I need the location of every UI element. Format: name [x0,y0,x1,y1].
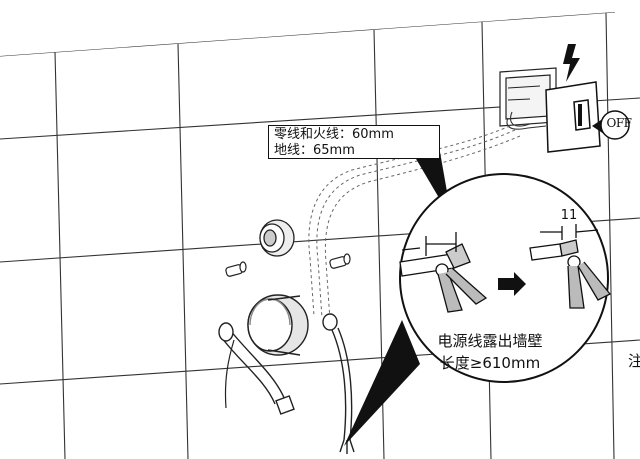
tile-grid [0,11,640,459]
lightning-bolt-icon [563,44,580,82]
mounting-bolt-left [225,261,247,277]
callout-line-ground: 地线：65mm [274,143,355,158]
hidden-wire [308,125,521,321]
callout-line-neutral-live: 零线和火线：60mm [274,127,394,142]
main-outlet [247,294,309,356]
edge-note-glyph: 注 [628,352,640,370]
right-arrow-icon [498,272,526,296]
wire-stripper-right [529,224,612,309]
strip-dimension-label: 11 [560,208,578,223]
power-cable [322,313,355,454]
strip-length-callout: 零线和火线：60mm 地线：65mm [268,125,440,159]
off-state-label: OFF [606,116,633,130]
wire-stripper-left [399,232,488,313]
exposure-note-line1: 电源线露出墙壁 [437,332,543,350]
mounting-bolt-right [329,253,351,269]
diverter-outlet [259,219,295,257]
wall-switch [545,81,601,153]
power-cord-left [224,339,235,409]
off-indicator [592,110,630,140]
exposure-note: 电源线露出墙壁 长度≥610mm [410,330,570,374]
wall-conduit [506,111,547,130]
exposure-note-line2: 长度≥610mm [439,354,541,372]
zoom-pointer [344,320,420,446]
shower-hose [218,322,295,415]
